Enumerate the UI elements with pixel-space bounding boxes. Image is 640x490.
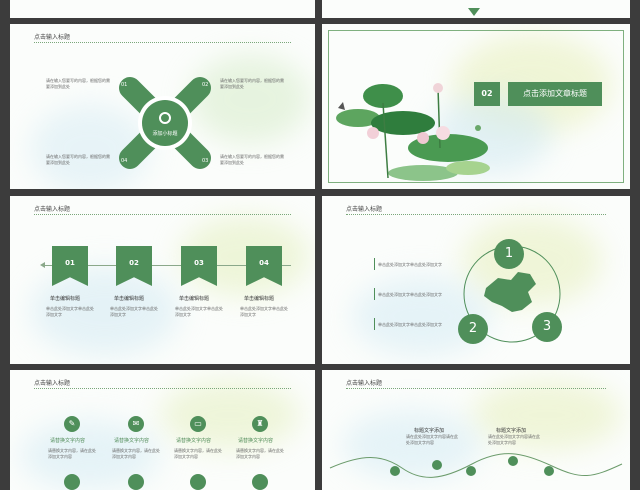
watercolor-wash xyxy=(472,380,622,450)
map-bar-3 xyxy=(374,318,375,330)
ribbon-label-2: 单击编辑标题 xyxy=(114,296,145,302)
map-circle-2[interactable]: 2 xyxy=(458,314,488,344)
ribbon-axis-arrow xyxy=(40,262,45,268)
timeline-dot[interactable] xyxy=(544,466,554,476)
timeline-dot[interactable] xyxy=(508,456,518,466)
map-num-2: 2 xyxy=(468,321,478,336)
slide-title: 点击输入标题 xyxy=(346,206,383,213)
cross-center-label: 添加小标题 xyxy=(152,131,178,137)
feature-desc-1: 请替换文字内容，请在此处添加文字内容 xyxy=(48,448,96,459)
map-circle-3[interactable]: 3 xyxy=(532,312,562,342)
ribbon-desc-3: 单击此处添加文字单击此处添加文字 xyxy=(175,306,223,317)
title-rule xyxy=(346,388,606,389)
map-circle-1[interactable]: 1 xyxy=(494,239,524,269)
slide-title: 点击输入标题 xyxy=(34,34,71,41)
monitor-icon: ▭ xyxy=(190,416,206,432)
feature-desc-2: 请替换文字内容，请在此处添加文字内容 xyxy=(112,448,160,459)
cross-text-2: 请在输入您要写的内容，根据您的需要添加到此处 xyxy=(220,78,284,89)
title-rule xyxy=(34,214,291,215)
gear-icon xyxy=(159,112,171,124)
chat-icon: ✉ xyxy=(128,416,144,432)
feature-label-2: 请替换文字内容 xyxy=(114,438,150,444)
slide-title: 点击输入标题 xyxy=(34,206,71,213)
slide-top-left[interactable] xyxy=(10,0,315,18)
pencil-icon: ✎ xyxy=(64,416,80,432)
map-num-1: 1 xyxy=(504,246,514,261)
title-rule xyxy=(346,214,606,215)
map-num-3: 3 xyxy=(542,319,552,334)
cross-text-4: 请在输入您要写的内容，根据您的需要添加到此处 xyxy=(220,154,284,165)
ribbon-label-3: 单击编辑标题 xyxy=(179,296,210,302)
map-line-3: 单击此处添加文字单击此处添加文字 xyxy=(378,322,442,327)
feature-label-1: 请替换文字内容 xyxy=(50,438,86,444)
cross-num-04: 04 xyxy=(121,158,128,164)
chapter-title-box[interactable]: 点击添加文章标题 xyxy=(508,82,602,106)
ribbon-label-1: 单击编辑标题 xyxy=(50,296,81,302)
slide-map[interactable]: 点击输入标题 单击此处添加文字单击此处添加文字 单击此处添加文字单击此处添加文字… xyxy=(322,196,630,364)
ribbon-axis xyxy=(42,265,291,266)
timeline-desc-2: 请在此处添加文字内容请在此处添加文字内容 xyxy=(488,434,540,445)
timeline-dot[interactable] xyxy=(432,460,442,470)
slide-timeline[interactable]: 点击输入标题 标题文字添加 请在此处添加文字内容请在此处添加文字内容 标题文字添… xyxy=(322,370,630,490)
cross-text-1: 请在输入您要写的内容，根据您的需要添加到此处 xyxy=(46,78,110,89)
cross-num-03: 03 xyxy=(202,158,209,164)
timeline-dot[interactable] xyxy=(390,466,400,476)
slide-title: 点击输入标题 xyxy=(346,380,383,387)
timeline-dot[interactable] xyxy=(466,466,476,476)
watercolor-wash xyxy=(190,54,310,144)
chapter-number: 02 xyxy=(481,89,493,98)
cross-num-01: 01 xyxy=(121,82,128,88)
title-rule xyxy=(34,42,291,43)
shirt-icon: ♜ xyxy=(252,416,268,432)
timeline-desc-1: 请在此处添加文字内容请在此处添加文字内容 xyxy=(406,434,458,445)
ribbon-desc-1: 单击此处添加文字单击此处添加文字 xyxy=(46,306,94,317)
ribbon-desc-4: 单击此处添加文字单击此处添加文字 xyxy=(240,306,288,317)
timeline-title-1: 标题文字添加 xyxy=(414,428,445,434)
feature-label-3: 请替换文字内容 xyxy=(176,438,212,444)
ribbon-desc-2: 单击此处添加文字单击此处添加文字 xyxy=(110,306,158,317)
map-bar-1 xyxy=(374,258,375,270)
feature-icon-row2 xyxy=(64,474,80,490)
slide-top-right-marker xyxy=(468,8,480,16)
map-bar-2 xyxy=(374,288,375,300)
slide-cross[interactable]: 点击输入标题 添加小标题 01 02 03 04 请在输入您要写的内容，根据您的… xyxy=(10,24,315,189)
slide-features[interactable]: 点击输入标题 ✎ ✉ ▭ ♜ 请替换文字内容 请替换文字内容 请替换文字内容 请… xyxy=(10,370,315,490)
chapter-number-box: 02 xyxy=(474,82,500,106)
slide-ribbons[interactable]: 点击输入标题 01 02 03 04 单击编辑标题 单击编辑标题 单击编辑标题 … xyxy=(10,196,315,364)
feature-label-4: 请替换文字内容 xyxy=(238,438,274,444)
watercolor-wash xyxy=(342,410,482,480)
feature-icon-row2 xyxy=(252,474,268,490)
lotus-illustration xyxy=(336,83,490,181)
feature-icon-row2 xyxy=(128,474,144,490)
slide-title: 点击输入标题 xyxy=(34,380,71,387)
ribbon-label-4: 单击编辑标题 xyxy=(244,296,275,302)
slide-top-right[interactable] xyxy=(322,0,630,18)
map-line-2: 单击此处添加文字单击此处添加文字 xyxy=(378,292,442,297)
watercolor-wash xyxy=(160,380,300,450)
title-rule xyxy=(34,388,291,389)
chapter-title: 点击添加文章标题 xyxy=(523,89,587,98)
timeline-wave xyxy=(329,453,623,478)
cross-text-3: 请在输入您要写的内容，根据您的需要添加到此处 xyxy=(46,154,110,165)
slide-chapter[interactable]: 02 点击添加文章标题 xyxy=(322,24,630,189)
cross-num-02: 02 xyxy=(202,82,209,88)
map-line-1: 单击此处添加文字单击此处添加文字 xyxy=(378,262,442,267)
timeline-title-2: 标题文字添加 xyxy=(496,428,527,434)
feature-desc-3: 请替换文字内容，请在此处添加文字内容 xyxy=(174,448,222,459)
feature-icon-row2 xyxy=(190,474,206,490)
feature-desc-4: 请替换文字内容，请在此处添加文字内容 xyxy=(236,448,284,459)
chapter-frame xyxy=(328,30,624,183)
